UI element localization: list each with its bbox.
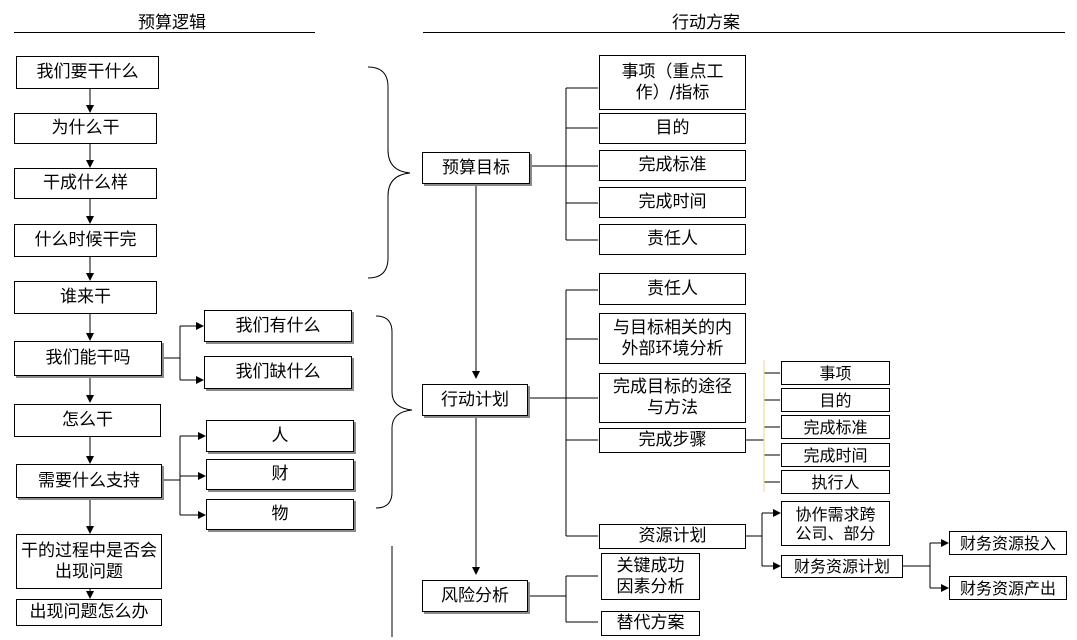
target-matter: 事项（重点工作）/指标 — [599, 55, 746, 110]
step-executor: 执行人 — [781, 470, 890, 494]
logic-step-what: 我们要干什么 — [16, 56, 159, 89]
action-plan-box: 行动计划 — [422, 384, 528, 416]
logic-step-who: 谁来干 — [14, 281, 157, 314]
finance-input: 财务资源投入 — [949, 531, 1067, 555]
logic-step-when: 什么时候干完 — [14, 224, 157, 257]
have-item: 我们有什么 — [204, 310, 352, 342]
plan-steps: 完成步骤 — [599, 428, 746, 453]
logic-step-outcome: 干成什么样 — [14, 168, 157, 199]
resource-finance-plan: 财务资源计划 — [781, 555, 903, 578]
logic-step-how: 怎么干 — [14, 404, 161, 437]
logic-step-capable: 我们能干吗 — [14, 341, 162, 376]
support-materials: 物 — [206, 499, 354, 530]
plan-heading: 行动方案 — [672, 13, 740, 33]
plan-resources: 资源计划 — [599, 524, 746, 549]
lack-item: 我们缺什么 — [204, 356, 352, 389]
logic-step-solution: 出现问题怎么办 — [16, 599, 162, 626]
target-time: 完成时间 — [599, 187, 746, 218]
target-owner: 责任人 — [599, 224, 746, 255]
step-time: 完成时间 — [781, 443, 890, 467]
step-matter: 事项 — [781, 361, 890, 385]
step-purpose: 目的 — [781, 388, 890, 412]
support-money: 财 — [206, 459, 354, 490]
logic-heading: 预算逻辑 — [138, 13, 206, 33]
logic-step-support: 需要什么支持 — [16, 464, 162, 498]
budget-target-box: 预算目标 — [422, 152, 530, 184]
target-purpose: 目的 — [599, 113, 746, 144]
finance-output: 财务资源产出 — [949, 576, 1067, 600]
plan-approach: 完成目标的途径与方法 — [599, 373, 746, 423]
resource-collaboration: 协作需求跨公司、部分 — [781, 501, 890, 546]
plan-owner: 责任人 — [599, 273, 746, 305]
support-people: 人 — [206, 420, 354, 452]
target-standard: 完成标准 — [599, 150, 746, 181]
step-standard: 完成标准 — [781, 415, 890, 439]
logic-step-problems: 干的过程中是否会出现问题 — [16, 534, 162, 589]
logic-step-why: 为什么干 — [14, 113, 157, 144]
risk-analysis-box: 风险分析 — [422, 580, 528, 612]
plan-heading-underline — [423, 32, 1065, 33]
risk-success-factors: 关键成功因素分析 — [601, 553, 700, 600]
logic-heading-underline — [14, 32, 315, 33]
risk-alternative: 替代方案 — [601, 611, 700, 636]
plan-environment: 与目标相关的内外部环境分析 — [599, 313, 746, 364]
